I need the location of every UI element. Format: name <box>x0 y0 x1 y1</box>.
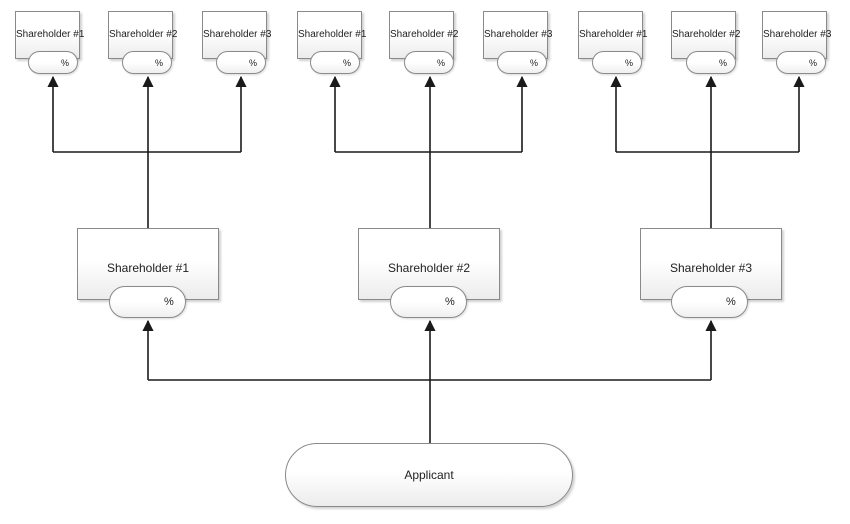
percent-field[interactable]: % <box>776 51 826 74</box>
shareholder-label: Shareholder #3 <box>669 261 753 275</box>
applicant-node: Applicant <box>285 443 573 507</box>
percent-label: % <box>625 57 634 68</box>
percent-label: % <box>809 57 818 68</box>
percent-label: % <box>437 57 446 68</box>
percent-label: % <box>249 57 258 68</box>
shareholder-label: Shareholder #2 <box>390 29 459 40</box>
percent-label: % <box>719 57 728 68</box>
shareholder-label: Shareholder #2 <box>672 29 741 40</box>
percent-label: % <box>343 57 352 68</box>
percent-field[interactable]: % <box>109 286 186 318</box>
percent-field[interactable]: % <box>497 51 547 74</box>
shareholder-label: Shareholder #2 <box>387 261 471 275</box>
percent-label: % <box>445 296 455 308</box>
shareholder-label: Shareholder #3 <box>484 29 553 40</box>
shareholder-label: Shareholder #3 <box>203 29 272 40</box>
shareholder-label: Shareholder #1 <box>579 29 648 40</box>
percent-field[interactable]: % <box>28 51 78 74</box>
percent-field[interactable]: % <box>122 51 172 74</box>
percent-field[interactable]: % <box>686 51 736 74</box>
percent-label: % <box>530 57 539 68</box>
percent-field[interactable]: % <box>592 51 642 74</box>
percent-label: % <box>61 57 70 68</box>
shareholder-label: Shareholder #2 <box>109 29 178 40</box>
percent-label: % <box>726 296 736 308</box>
percent-field[interactable]: % <box>671 286 748 318</box>
percent-field[interactable]: % <box>390 286 467 318</box>
percent-label: % <box>164 296 174 308</box>
shareholder-3-box: Shareholder #3 <box>640 228 782 300</box>
percent-label: % <box>155 57 164 68</box>
percent-field[interactable]: % <box>216 51 266 74</box>
shareholder-label: Shareholder #3 <box>763 29 832 40</box>
applicant-label: Applicant <box>404 468 454 482</box>
percent-field[interactable]: % <box>404 51 454 74</box>
shareholder-label: Shareholder #1 <box>16 29 85 40</box>
shareholder-label: Shareholder #1 <box>298 29 367 40</box>
percent-field[interactable]: % <box>310 51 360 74</box>
shareholder-label: Shareholder #1 <box>106 261 190 275</box>
